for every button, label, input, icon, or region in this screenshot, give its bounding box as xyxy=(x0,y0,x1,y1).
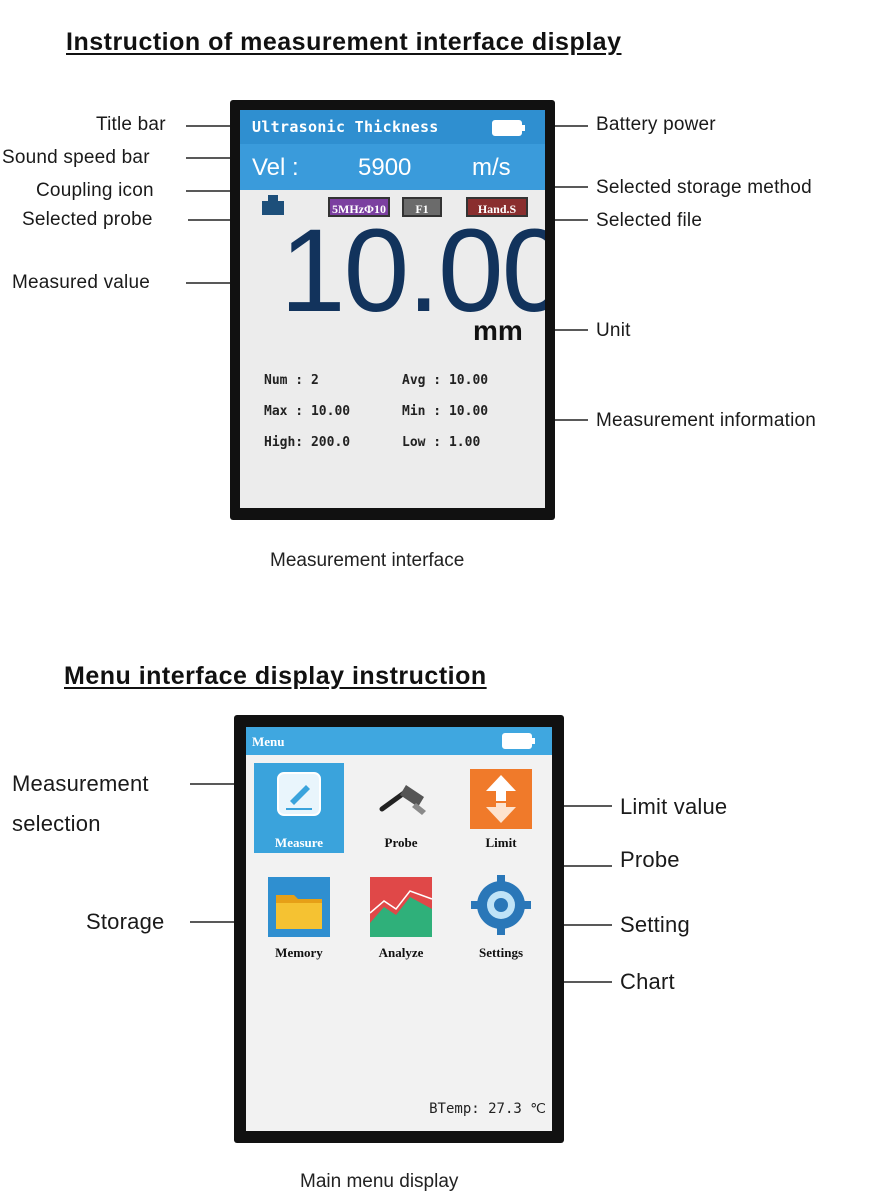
menu-title: Menu xyxy=(252,734,285,749)
label-sound-speed-bar: Sound speed bar xyxy=(2,147,150,168)
label-chart: Chart xyxy=(620,969,675,994)
tile-probe[interactable]: Probe xyxy=(356,763,446,853)
label-coupling-icon: Coupling icon xyxy=(36,180,154,201)
device-menu: Menu Measure Probe xyxy=(234,715,564,1143)
measurement-screen: Ultrasonic Thickness Vel : 5900 m/s 5MHz… xyxy=(240,110,545,508)
label-probe: Probe xyxy=(620,847,680,872)
section2-heading: Menu interface display instruction xyxy=(64,662,487,690)
menu-screen: Menu Measure Probe xyxy=(246,727,552,1131)
tile-label-settings: Settings xyxy=(478,945,524,960)
storage-tag: Hand.S xyxy=(466,197,528,217)
vel-label: Vel : xyxy=(252,154,299,181)
tile-label-analyze: Analyze xyxy=(378,945,424,960)
sound-speed-bar: Vel : 5900 m/s xyxy=(240,144,545,190)
probe-icon xyxy=(379,785,426,815)
info-avg: Avg : 10.00 xyxy=(402,373,489,388)
info-num: Num : 2 xyxy=(264,373,319,388)
battery-temperature: BTemp: 27.3 ℃ xyxy=(429,1101,546,1117)
settings-gear-icon xyxy=(471,875,531,935)
tile-memory[interactable]: Memory xyxy=(254,873,344,963)
label-measurement-selection-2: selection xyxy=(12,811,101,836)
section2-caption: Main menu display xyxy=(300,1171,459,1192)
menu-title-bar: Menu xyxy=(246,727,552,755)
tile-analyze[interactable]: Analyze xyxy=(356,873,446,963)
file-tag: F1 xyxy=(402,197,442,217)
info-min: Min : 10.00 xyxy=(402,404,489,419)
battery-icon xyxy=(502,733,535,749)
measure-icon xyxy=(277,772,321,816)
info-low: Low : 1.00 xyxy=(402,435,481,450)
label-unit: Unit xyxy=(596,320,631,341)
info-max: Max : 10.00 xyxy=(264,404,351,419)
vel-unit: m/s xyxy=(472,154,511,181)
section1-heading: Instruction of measurement interface dis… xyxy=(66,28,622,56)
battery-icon xyxy=(492,120,525,136)
label-storage: Storage xyxy=(86,909,165,934)
chart-icon xyxy=(369,877,433,937)
label-setting: Setting xyxy=(620,912,690,937)
title-bar: Ultrasonic Thickness xyxy=(240,110,545,144)
folder-icon xyxy=(268,877,330,937)
label-measurement-selection-1: Measurement xyxy=(12,771,149,796)
vel-value: 5900 xyxy=(358,154,412,181)
label-measured-value: Measured value xyxy=(12,272,150,293)
tile-label-memory: Memory xyxy=(275,945,323,960)
measured-value: 10.00 xyxy=(280,205,545,337)
section1-caption: Measurement interface xyxy=(270,550,465,571)
label-battery-power: Battery power xyxy=(596,114,716,135)
tile-limit[interactable]: Limit xyxy=(456,763,546,853)
label-selected-file: Selected file xyxy=(596,210,703,231)
probe-tag: 5MHzΦ10 xyxy=(328,197,390,217)
info-high: High: 200.0 xyxy=(264,435,351,450)
label-measurement-information: Measurement information xyxy=(596,410,817,431)
tile-label-measure: Measure xyxy=(274,835,324,850)
screen-title: Ultrasonic Thickness xyxy=(252,118,439,136)
unit-text: mm xyxy=(473,315,523,346)
tile-settings[interactable]: Settings xyxy=(456,873,546,963)
label-limit-value: Limit value xyxy=(620,794,728,819)
device-measurement: Ultrasonic Thickness Vel : 5900 m/s 5MHz… xyxy=(230,100,555,520)
limit-icon xyxy=(470,769,532,829)
label-selected-storage-method: Selected storage method xyxy=(596,177,812,198)
label-title-bar: Title bar xyxy=(96,114,166,135)
label-selected-probe: Selected probe xyxy=(22,209,153,230)
tile-label-limit: Limit xyxy=(485,835,517,850)
coupling-icon xyxy=(262,195,284,215)
tile-measure[interactable]: Measure xyxy=(254,763,344,853)
tile-label-probe: Probe xyxy=(384,835,418,850)
